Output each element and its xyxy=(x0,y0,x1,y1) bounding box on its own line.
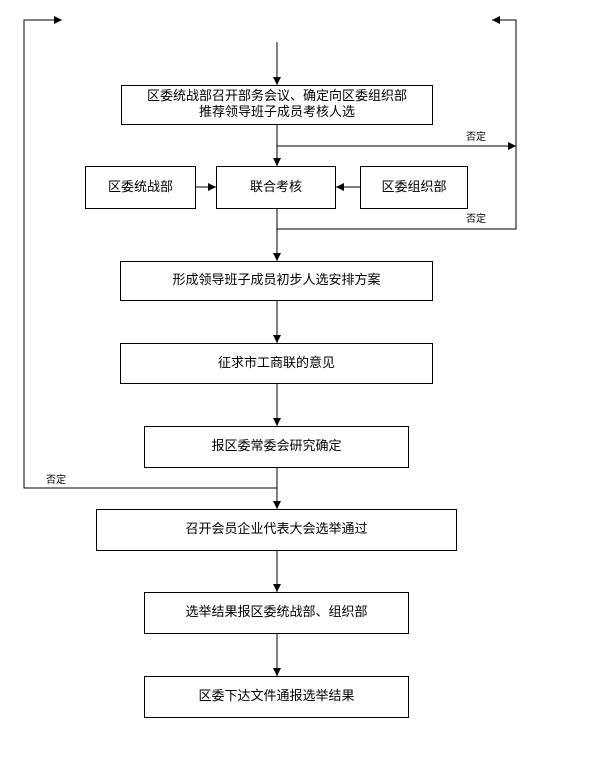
step-form-plan: 形成领导班子成员初步人选安排方案 xyxy=(120,261,433,301)
step-propose-candidates: 区委统战部召开部务会议、确定向区委组织部 推荐领导班子成员考核人选 xyxy=(121,85,433,125)
step-propose-line1: 区委统战部召开部务会议、确定向区委组织部 xyxy=(146,89,407,104)
organization-dept-box: 区委组织部 xyxy=(360,166,468,209)
reject-label-a: 否定 xyxy=(466,132,486,143)
step-standing-committee: 报区委常委会研究确定 xyxy=(144,426,409,468)
step-election-meeting: 召开会员企业代表大会选举通过 xyxy=(96,509,457,551)
united-front-dept-box: 区委统战部 xyxy=(85,166,196,209)
joint-assessment-box: 联合考核 xyxy=(216,166,336,209)
step-report-results: 选举结果报区委统战部、组织部 xyxy=(144,592,409,634)
reject-return-right xyxy=(277,16,517,230)
step-solicit-opinion: 征求市工商联的意见 xyxy=(120,343,433,384)
step-announce-results: 区委下达文件通报选举结果 xyxy=(144,676,409,718)
reject-label-c: 否定 xyxy=(46,475,66,486)
reject-label-b: 否定 xyxy=(466,214,486,225)
step-propose-line2: 推荐领导班子成员考核人选 xyxy=(198,105,355,120)
reject-return-left xyxy=(23,16,277,489)
